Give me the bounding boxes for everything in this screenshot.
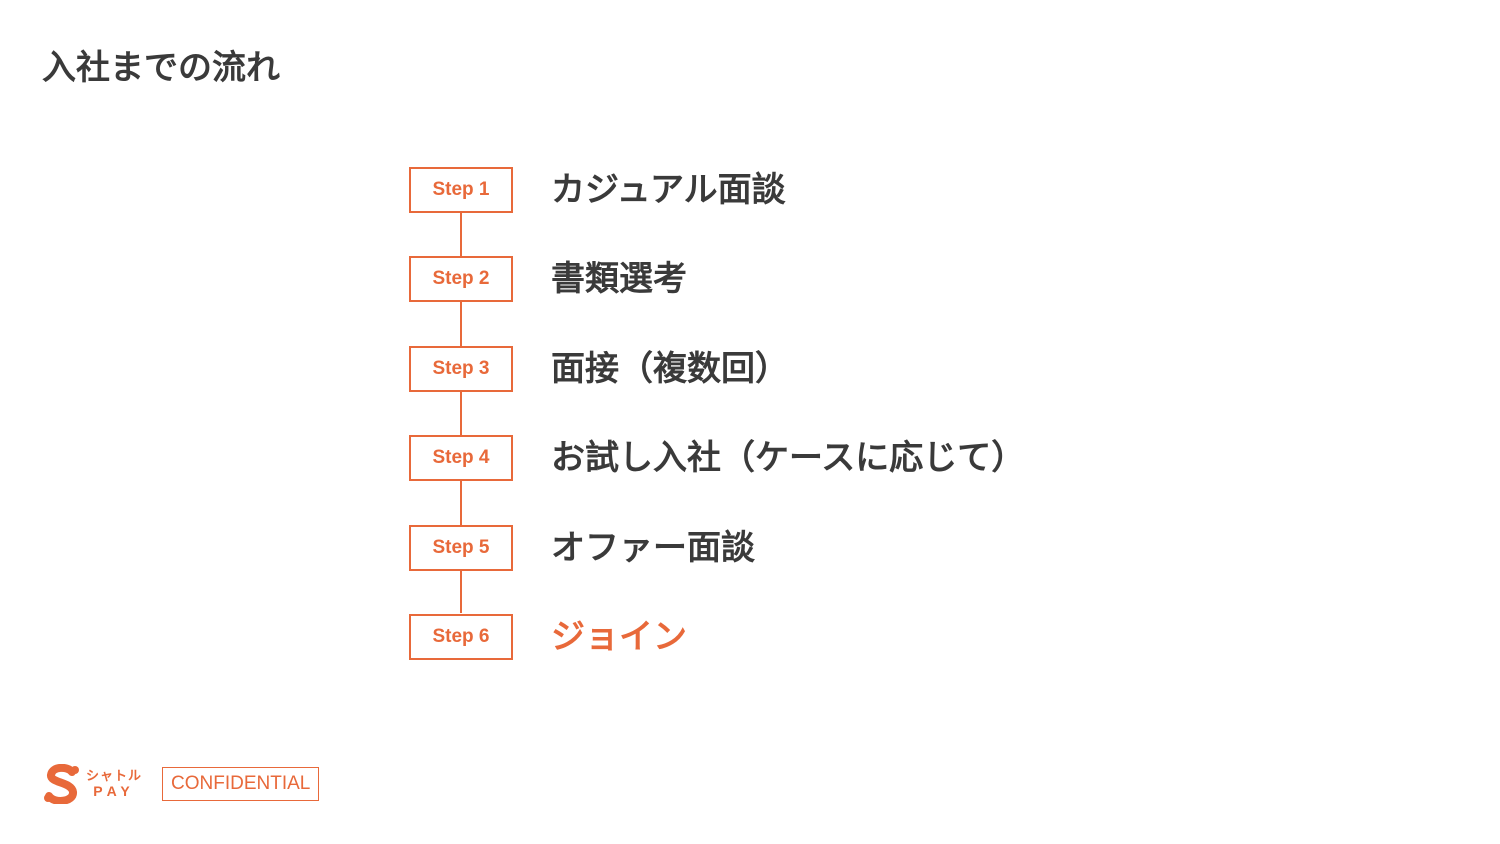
logo-wordmark: シャトル PAY [86, 769, 142, 799]
step-badge-2: Step 2 [409, 256, 513, 302]
step-text-5: オファー面談 [551, 528, 755, 568]
step-connector-line [460, 211, 462, 613]
step-text-1: カジュアル面談 [551, 170, 786, 210]
step-row-3: Step 3 面接（複数回） [409, 346, 1109, 392]
step-text-6: ジョイン [551, 617, 687, 657]
step-row-5: Step 5 オファー面談 [409, 525, 1109, 571]
page-title: 入社までの流れ [42, 48, 280, 88]
shuttle-s-logo-icon [44, 764, 79, 804]
confidential-badge: CONFIDENTIAL [162, 767, 320, 801]
step-flow: Step 1 カジュアル面談 Step 2 書類選考 Step 3 面接（複数回… [409, 167, 1109, 667]
step-text-2: 書類選考 [551, 259, 687, 299]
step-badge-1: Step 1 [409, 167, 513, 213]
step-row-2: Step 2 書類選考 [409, 256, 1109, 302]
step-badge-4: Step 4 [409, 435, 513, 481]
step-row-6: Step 6 ジョイン [409, 614, 1109, 660]
logo-wordmark-line2: PAY [93, 783, 135, 799]
step-row-4: Step 4 お試し入社（ケースに応じて） [409, 435, 1109, 481]
step-badge-6: Step 6 [409, 614, 513, 660]
footer: シャトル PAY CONFIDENTIAL [44, 764, 320, 804]
logo-wordmark-line1: シャトル [86, 769, 143, 784]
step-badge-3: Step 3 [409, 346, 513, 392]
step-text-3: 面接（複数回） [551, 349, 789, 389]
step-badge-5: Step 5 [409, 525, 513, 571]
step-row-1: Step 1 カジュアル面談 [409, 167, 1109, 213]
company-logo: シャトル PAY [44, 764, 142, 804]
step-text-4: お試し入社（ケースに応じて） [551, 438, 1026, 478]
